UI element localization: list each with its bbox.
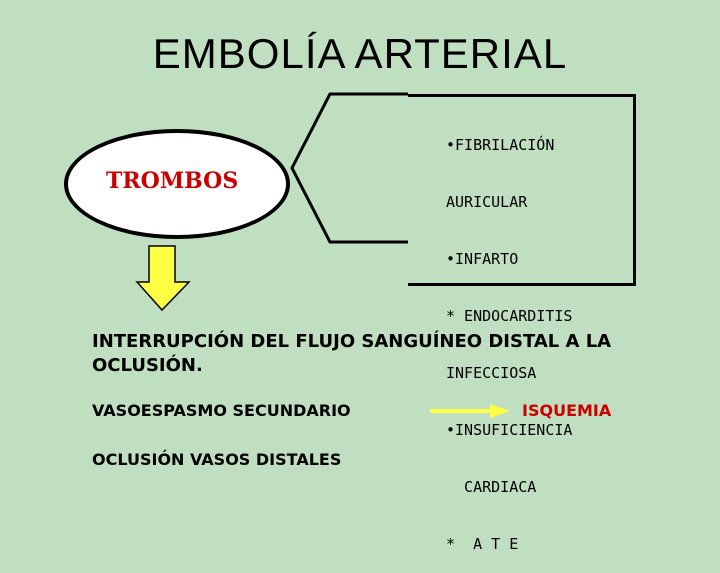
cause-line: AURICULAR (446, 193, 528, 211)
isquemia-label: ISQUEMIA (522, 401, 612, 420)
cause-line: •INFARTO (446, 250, 519, 268)
oclusion-label: OCLUSIÓN VASOS DISTALES (92, 450, 342, 469)
vasoespasmo-label: VASOESPASMO SECUNDARIO (92, 401, 351, 420)
trombos-node (64, 129, 290, 239)
consequence-text: INTERRUPCIÓN DEL FLUJO SANGUÍNEO DISTAL … (92, 331, 612, 376)
causes-box (408, 94, 636, 286)
cause-line: INFECCIOSA (446, 364, 537, 382)
cause-line: * ENDOCARDITIS (446, 307, 573, 325)
right-arrow-icon (430, 404, 510, 418)
page-title: EMBOLÍA ARTERIAL (152, 30, 568, 77)
cause-line: CARDIACA (446, 478, 537, 496)
cause-line: •FIBRILACIÓN (446, 136, 555, 154)
cause-line: * A T E (446, 535, 519, 553)
trombos-label: TROMBOS (106, 168, 239, 194)
bracket-connector (290, 92, 408, 244)
bracket-line (290, 92, 408, 244)
cause-line: •INSUFICIENCIA (446, 421, 573, 439)
down-arrow-icon (135, 245, 191, 312)
